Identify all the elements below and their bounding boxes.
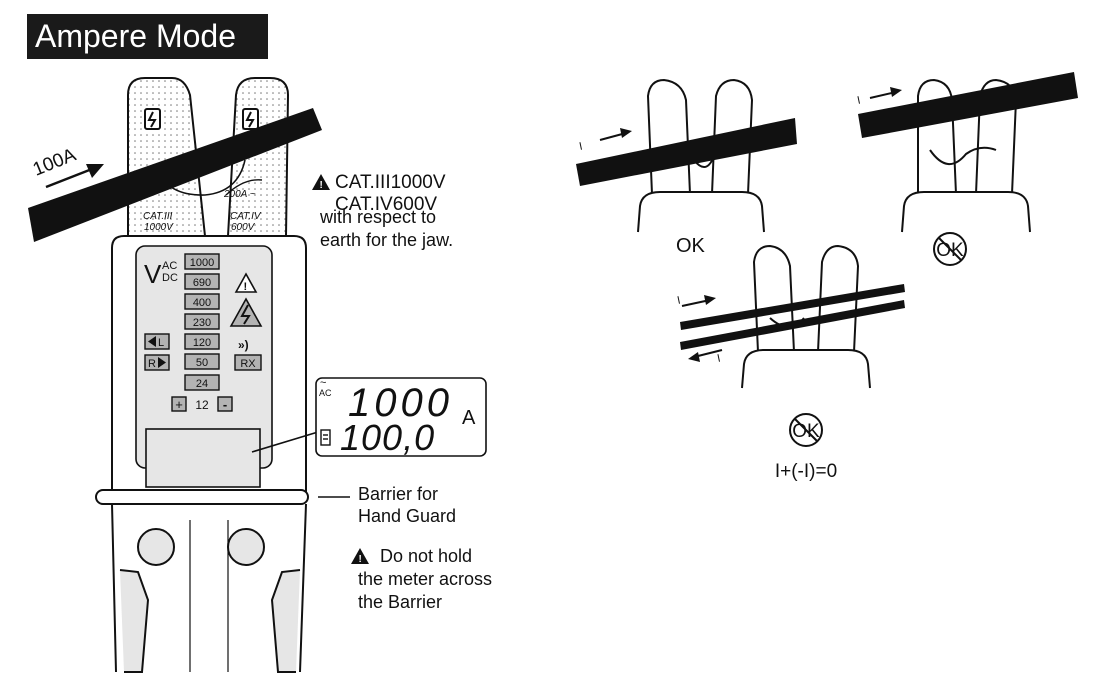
example-3-body [741,349,871,389]
example-3-arrow-glyph-top: I [676,295,681,307]
dc-label: DC [162,272,178,284]
cat-iii-label: CAT.III1000V [335,172,446,193]
rotation-right-icon [158,357,166,368]
jaw-note-line1: with respect to [319,207,436,227]
svg-text:!: ! [320,180,323,191]
led-label-24: 24 [196,378,208,390]
current-arrow [45,167,93,189]
lcd-ac-label: AC [319,388,332,398]
cat-iv-label: CAT.IV600V [335,194,437,215]
volt-symbol: V [144,259,162,289]
jaw-right-volt: 600V [231,222,256,233]
lcd-ac-tilde: ~ [320,377,326,389]
led-1000 [184,253,220,270]
svg-text:R: R [148,358,156,370]
jaw-note-line2: earth for the jaw. [320,230,453,250]
example-ok-left-jaw [646,78,691,195]
continuity-icon: ») [238,338,249,352]
rx-led [234,354,262,371]
current-label: 100A [30,144,79,180]
example-3-conductor-2 [680,300,905,350]
handle [111,503,307,673]
example-2-arrow-glyph: I [856,95,861,107]
led-label-12: 12 [195,398,209,412]
hand-guard-barrier [95,489,309,505]
example-3-conductor-1 [680,284,905,330]
example-ok-arrow-glyph: I [578,141,583,153]
svg-text:!: ! [359,554,362,565]
led-230 [184,313,220,330]
warning-line3: the Barrier [358,592,442,612]
cancellation-formula: I+(-I)=0 [775,461,837,482]
rotation-right-led [144,354,170,371]
jaw-range-label: 200A ~ [223,189,256,200]
led-label-50: 50 [196,357,208,369]
rx-label: RX [240,358,256,370]
barrier-label-line1: Barrier for [358,484,438,504]
plus-led [171,396,187,412]
prohibited-icon-2 [789,413,823,447]
example-ok-conductor [576,118,797,186]
led-scale [184,253,220,391]
example-ok-label: OK [676,235,706,257]
led-label-230: 230 [193,317,211,329]
grip-left [119,569,150,673]
warning-line1: Do not hold [380,546,472,566]
lcd-pointer-line [251,431,319,453]
led-24 [184,374,220,391]
handle-button-right [227,528,265,566]
lcd-callout [315,377,487,457]
lcd-top-reading: 1000 [348,381,453,425]
warning-triangle-icon [312,174,330,190]
led-label-1000: 1000 [190,257,214,269]
led-label-120: 120 [193,337,211,349]
barrier-warning-icon [351,548,369,564]
title-bar [27,14,268,59]
led-50 [184,353,220,370]
warning-line2: the meter across [358,569,492,589]
page-title: Ampere Mode [35,18,236,54]
jaw-left-cat: CAT.III [143,211,173,222]
jaw-left-volt: 1000V [144,222,174,233]
example-ok-body [637,191,765,233]
rotation-left-icon [148,336,156,347]
example-2-body [901,191,1031,233]
barrier-label-line2: Hand Guard [358,506,456,526]
lcd-unit: A [462,407,476,429]
led-label-400: 400 [193,297,211,309]
example-3-left-jaw [752,244,795,353]
led-400 [184,293,220,310]
grip-right [270,569,301,673]
svg-text:!: ! [244,281,248,293]
minus-led [217,396,233,412]
jaw-right-cat: CAT.IV [230,211,262,222]
lcd-bottom-reading: 100,0 [340,417,435,458]
example-2-conductor [858,72,1078,138]
led-690 [184,273,220,290]
minus-label: - [223,397,227,412]
ac-label: AC [162,260,177,272]
example-3-arrow-glyph-bottom: I [716,353,721,365]
high-voltage-icon [229,297,263,327]
example-not-ok-bottom [741,244,871,389]
led-120 [184,333,220,350]
lcd-window [145,428,261,488]
plus-label: + [175,397,183,412]
battery-icon [320,429,331,446]
handle-button-left [137,528,175,566]
led-label-690: 690 [193,277,211,289]
prohibited-icon-1 [933,232,967,266]
conductor-bar [28,108,322,242]
caution-icon [234,272,258,293]
rotation-left-led [144,333,170,350]
svg-text:L: L [158,337,164,349]
